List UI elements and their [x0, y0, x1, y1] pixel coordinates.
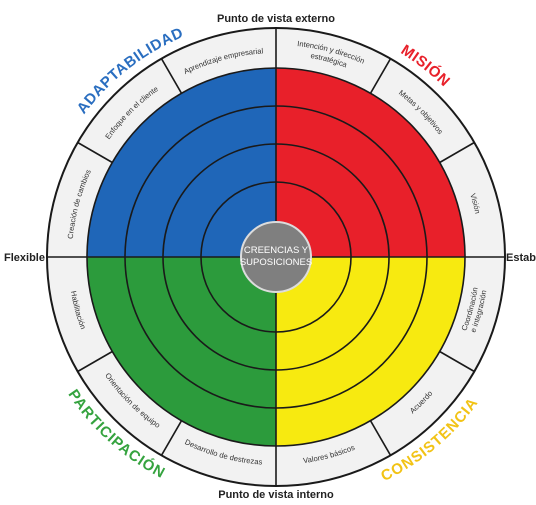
quadrant-wedges — [87, 68, 465, 446]
sector-divider-8 — [160, 58, 183, 94]
sector-divider-6 — [77, 350, 113, 373]
sector-divider-5 — [160, 420, 183, 456]
center-label-line1: CREENCIAS Y — [244, 245, 309, 256]
center-label-line2: SUPOSICIONES — [240, 257, 312, 268]
sector-divider-1 — [369, 58, 392, 94]
center-circle — [240, 221, 312, 293]
axis-label-bottom: Punto de vista interno — [218, 489, 334, 501]
axis-label-left: Flexible — [4, 252, 45, 264]
sector-divider-4 — [369, 420, 392, 456]
sector-divider-2 — [439, 141, 475, 164]
sector-divider-7 — [77, 141, 113, 164]
axis-label-right: Estable — [506, 252, 536, 264]
quadrant-mision-wedge — [276, 68, 465, 257]
quadrant-adaptabilidad-wedge — [87, 68, 276, 257]
sector-divider-3 — [439, 350, 475, 373]
quadrant-consistencia-wedge — [276, 257, 465, 446]
sector-dividers — [47, 28, 505, 486]
quadrant-participacion-wedge — [87, 257, 276, 446]
axis-label-top: Punto de vista externo — [217, 13, 335, 25]
